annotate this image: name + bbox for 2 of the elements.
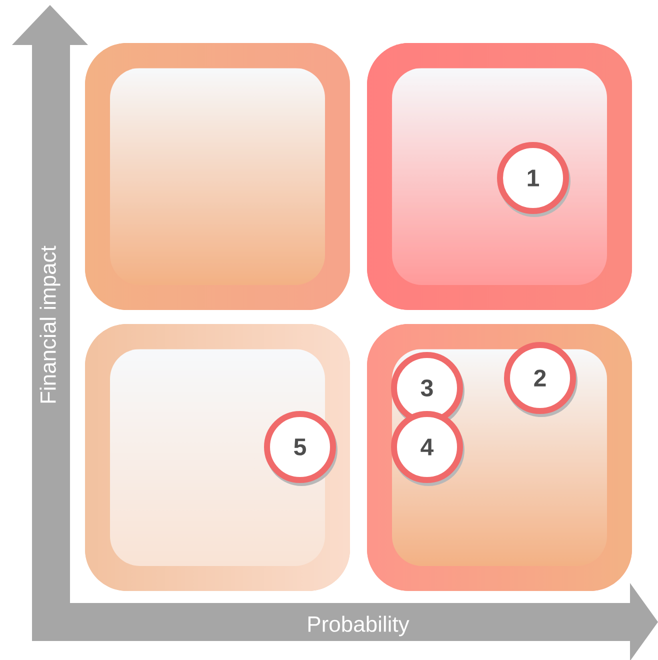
axis-label: Financial impact — [40, 246, 60, 403]
axis-label: Probability — [308, 616, 410, 636]
